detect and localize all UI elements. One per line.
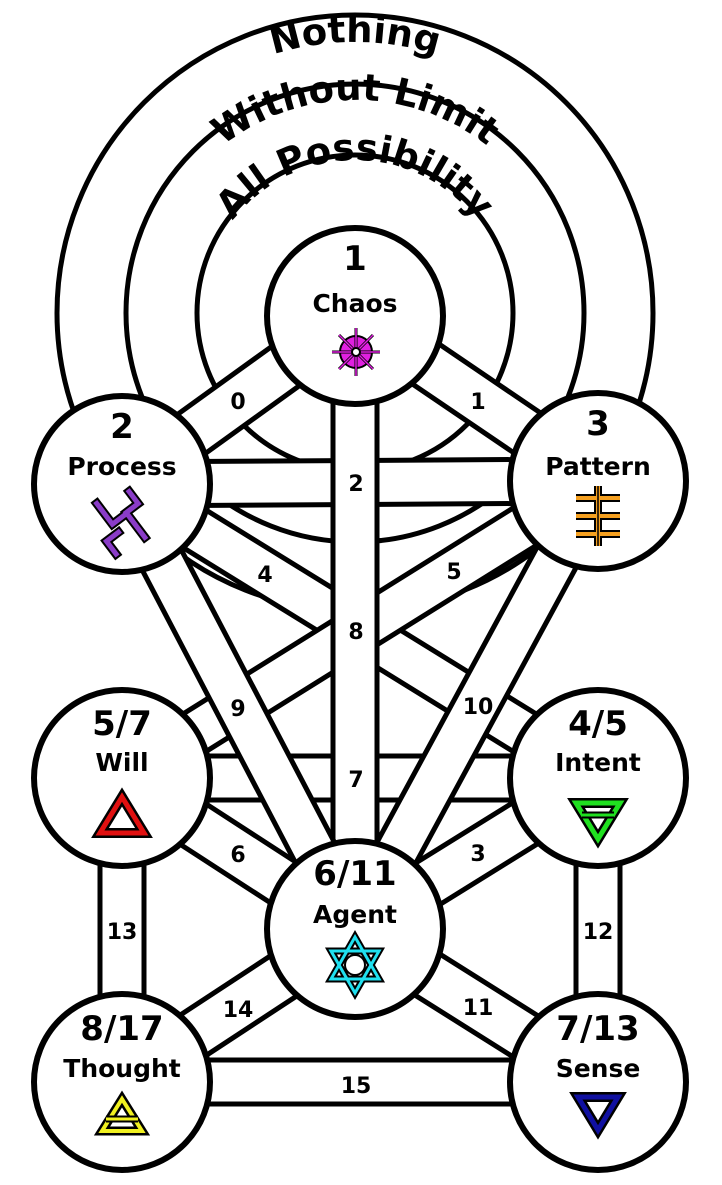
node-number: 4/5 [568, 704, 628, 744]
path-label-7: 7 [348, 768, 363, 793]
paths [97, 333, 623, 1107]
node-number: 7/13 [556, 1009, 639, 1049]
node-number: 5/7 [92, 704, 152, 744]
hexagram-icon [324, 929, 386, 1001]
node-number: 3 [586, 404, 610, 444]
node-circle [31, 991, 213, 1173]
path-label-8: 8 [348, 620, 363, 645]
path-channel-0 [163, 335, 314, 465]
node-circle [507, 991, 689, 1173]
path-channel-6 [166, 793, 311, 914]
node-name: Thought [63, 1054, 181, 1083]
node-name: Pattern [545, 452, 651, 481]
ring-label-nothing: Nothing [265, 8, 446, 63]
water-triangle-icon [569, 1092, 627, 1140]
path-label-0: 0 [230, 390, 245, 415]
path-label-11: 11 [463, 996, 494, 1021]
node-circle [31, 687, 213, 869]
node-number: 6/11 [313, 854, 396, 894]
path-label-14: 14 [223, 998, 254, 1023]
node-thought: 8/17 Thought [31, 991, 213, 1173]
node-intent: 4/5 Intent [507, 687, 689, 869]
node-number: 1 [343, 239, 367, 279]
earth-triangle-icon [567, 798, 629, 849]
node-circle [264, 838, 446, 1020]
node-sense: 7/13 Sense [507, 991, 689, 1173]
path-channel-8 [330, 386, 380, 859]
node-circle [31, 393, 213, 575]
node-number: 2 [110, 407, 134, 447]
chaos-star-icon [332, 328, 380, 376]
node-name: Intent [555, 748, 641, 777]
path-label-12: 12 [583, 920, 614, 945]
node-name: Will [95, 748, 148, 777]
air-triangle-icon [93, 1090, 151, 1136]
path-label-15: 15 [341, 1074, 372, 1099]
path-label-1: 1 [470, 390, 485, 415]
path-label-4: 4 [257, 563, 272, 588]
node-will: 5/7 Will [31, 687, 213, 869]
cross-bars-icon [576, 486, 620, 546]
path-label-6: 6 [230, 843, 245, 868]
node-circle [264, 225, 446, 407]
path-label-9: 9 [230, 697, 245, 722]
node-circle [507, 390, 689, 572]
path-label-2: 2 [348, 472, 363, 497]
path-channel-1 [398, 333, 555, 464]
node-name: Process [67, 452, 176, 481]
node-agent: 6/11 Agent [264, 838, 446, 1020]
swastika-glyph-icon [90, 485, 152, 561]
path-channel-13 [97, 848, 147, 1012]
fire-triangle-icon [91, 787, 153, 838]
ring-label-all-possibility: All Possibility [207, 126, 503, 227]
node-pattern: 3 Pattern [507, 390, 689, 572]
path-label-3: 3 [470, 842, 485, 867]
node-number: 8/17 [80, 1009, 163, 1049]
path-channel-11 [400, 943, 553, 1068]
node-chaos: 1 Chaos [264, 225, 446, 407]
node-process: 2 Process [31, 393, 213, 575]
node-name: Agent [313, 900, 397, 929]
path-channel-14 [165, 945, 312, 1066]
node-name: Chaos [312, 289, 397, 318]
path-label-10: 10 [463, 695, 494, 720]
path-channel-10 [366, 530, 587, 880]
path-labels: 0 1 2 3 4 5 6 7 8 9 10 11 12 13 14 15 [107, 390, 614, 1099]
node-name: Sense [556, 1054, 641, 1083]
path-label-5: 5 [446, 560, 461, 585]
node-circle [507, 687, 689, 869]
path-channel-9 [132, 534, 345, 879]
path-channel-3 [400, 792, 553, 915]
path-channel-12 [573, 848, 623, 1012]
path-channel-15 [192, 1057, 528, 1107]
path-label-13: 13 [107, 920, 138, 945]
